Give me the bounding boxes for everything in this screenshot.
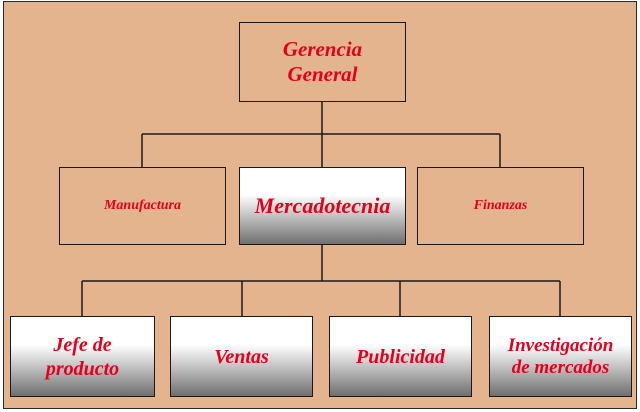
node-mercadotecnia-label: Mercadotecnia — [254, 193, 391, 218]
node-finanzas: Finanzas — [417, 167, 584, 245]
node-investigacion-de-mercados-label: Investigación de mercados — [507, 334, 614, 378]
node-jefe-de-producto-label: Jefe de producto — [45, 333, 120, 380]
node-manufactura-label: Manufactura — [103, 198, 182, 213]
node-gerencia-general-label: Gerencia General — [282, 37, 363, 86]
node-jefe-de-producto: Jefe de producto — [10, 316, 155, 397]
node-investigacion-de-mercados: Investigación de mercados — [489, 316, 632, 397]
node-ventas-label: Ventas — [214, 345, 269, 368]
connector-lines — [81, 102, 561, 316]
node-mercadotecnia: Mercadotecnia — [239, 167, 406, 245]
node-manufactura: Manufactura — [59, 167, 226, 245]
node-publicidad: Publicidad — [329, 316, 472, 397]
node-finanzas-label: Finanzas — [473, 198, 528, 213]
node-publicidad-label: Publicidad — [356, 345, 445, 368]
org-chart-canvas: Gerencia General Manufactura Mercadotecn… — [3, 1, 637, 409]
node-gerencia-general: Gerencia General — [239, 22, 406, 102]
node-ventas: Ventas — [170, 316, 313, 397]
